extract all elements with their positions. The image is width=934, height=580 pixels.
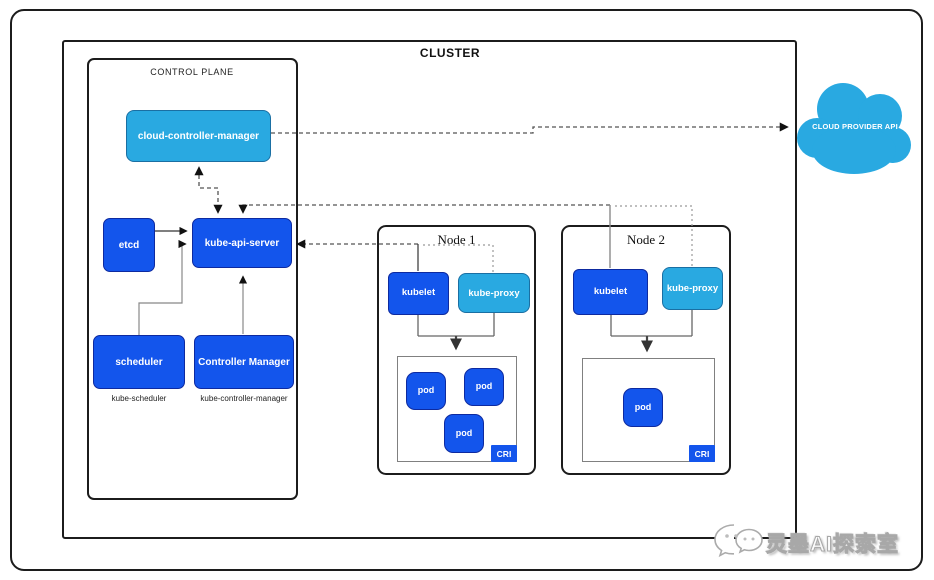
node1-pod-box: pod [406,372,446,410]
node1-pod-box: pod [464,368,504,406]
watermark-text: 灵墨AI探索室 [766,533,899,557]
node1-kubelet-box: kubelet [388,272,449,315]
cloud-controller-manager-box: cloud-controller-manager [126,110,271,162]
watermark: 灵墨AI探索室 [712,519,922,567]
node2-kube-proxy-box: kube-proxy [662,267,723,310]
kube-controller-manager-label: kube-controller-manager [200,394,288,403]
cloud-provider-api: CLOUD PROVIDER API [790,80,920,180]
etcd-box: etcd [103,218,155,272]
node2-cri-badge: CRI [689,445,715,462]
kube-api-server-box: kube-api-server [192,218,292,268]
kube-scheduler-label: kube-scheduler [111,394,167,403]
node2-pod-box: pod [623,388,663,427]
controller-manager-box: Controller Manager [194,335,294,389]
cloud-provider-api-label: CLOUD PROVIDER API [812,122,898,131]
node1-pod-box: pod [444,414,484,453]
cluster-title: CLUSTER [419,46,481,60]
scheduler-box: scheduler [93,335,185,389]
node1-kube-proxy-box: kube-proxy [458,273,530,313]
node2-kubelet-box: kubelet [573,269,648,315]
cloud-icon [797,83,911,174]
node2-title: Node 2 [627,232,665,247]
wechat-icon [714,524,763,558]
node1-cri-badge: CRI [491,445,517,462]
control-plane-title: CONTROL PLANE [150,67,234,77]
node1-title: Node 1 [437,232,476,247]
